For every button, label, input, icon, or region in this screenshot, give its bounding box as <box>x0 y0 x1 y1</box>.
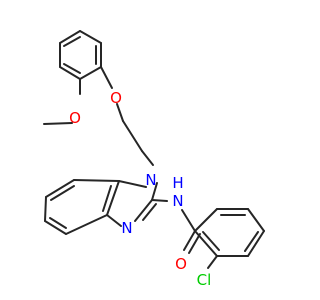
bond <box>100 66 113 89</box>
oxygen-label: O <box>110 89 122 107</box>
bond <box>106 180 120 216</box>
bond <box>44 196 47 222</box>
double-bond-inner <box>49 217 67 229</box>
molecule-drawing: O O N N N H O Cl <box>43 30 265 289</box>
bond <box>44 220 67 235</box>
benzimidazole-benzene-ring <box>44 179 120 235</box>
amide-nitrogen-label: N <box>172 192 183 210</box>
bond <box>118 180 147 188</box>
oxygen-label: O <box>69 109 81 127</box>
double-bond-inner <box>63 63 81 74</box>
bond <box>73 179 120 182</box>
methoxyphenyl-ring <box>59 30 102 80</box>
nitrogen-label: N <box>145 171 156 189</box>
chlorine-label: Cl <box>197 271 212 289</box>
hydrogen-label: H <box>172 174 183 192</box>
bond <box>106 214 122 227</box>
bond <box>59 66 81 80</box>
bond <box>65 214 108 235</box>
bond-lines <box>43 30 265 269</box>
bond <box>79 30 102 44</box>
bond <box>151 182 158 201</box>
double-bond-inner <box>202 231 220 251</box>
structure-diagram: O O N N N H O Cl <box>43 30 265 289</box>
bond <box>151 199 168 202</box>
bond <box>141 150 154 166</box>
chlorophenyl-ring <box>194 208 265 257</box>
double-bond-inner <box>63 36 81 47</box>
double-bond <box>188 233 201 254</box>
double-bond-inner <box>50 185 75 201</box>
atom-labels: O O N N N H O Cl <box>69 89 211 289</box>
bond <box>194 208 218 232</box>
nitrogen-label: N <box>121 219 132 237</box>
carbonyl-oxygen-label: O <box>175 255 187 273</box>
double-bond-inner <box>244 231 259 252</box>
double-bond-inner <box>102 185 112 212</box>
bond <box>59 30 81 44</box>
bond <box>79 66 102 80</box>
bond <box>183 230 196 251</box>
bond <box>181 209 196 232</box>
bond <box>247 230 265 257</box>
bond <box>194 230 218 257</box>
bond <box>43 122 73 125</box>
bond <box>45 179 75 198</box>
double-bond-inner <box>142 203 157 221</box>
bond <box>247 208 265 232</box>
bond <box>207 255 218 269</box>
bond <box>116 103 124 122</box>
bond <box>122 120 143 152</box>
bond <box>134 199 153 222</box>
